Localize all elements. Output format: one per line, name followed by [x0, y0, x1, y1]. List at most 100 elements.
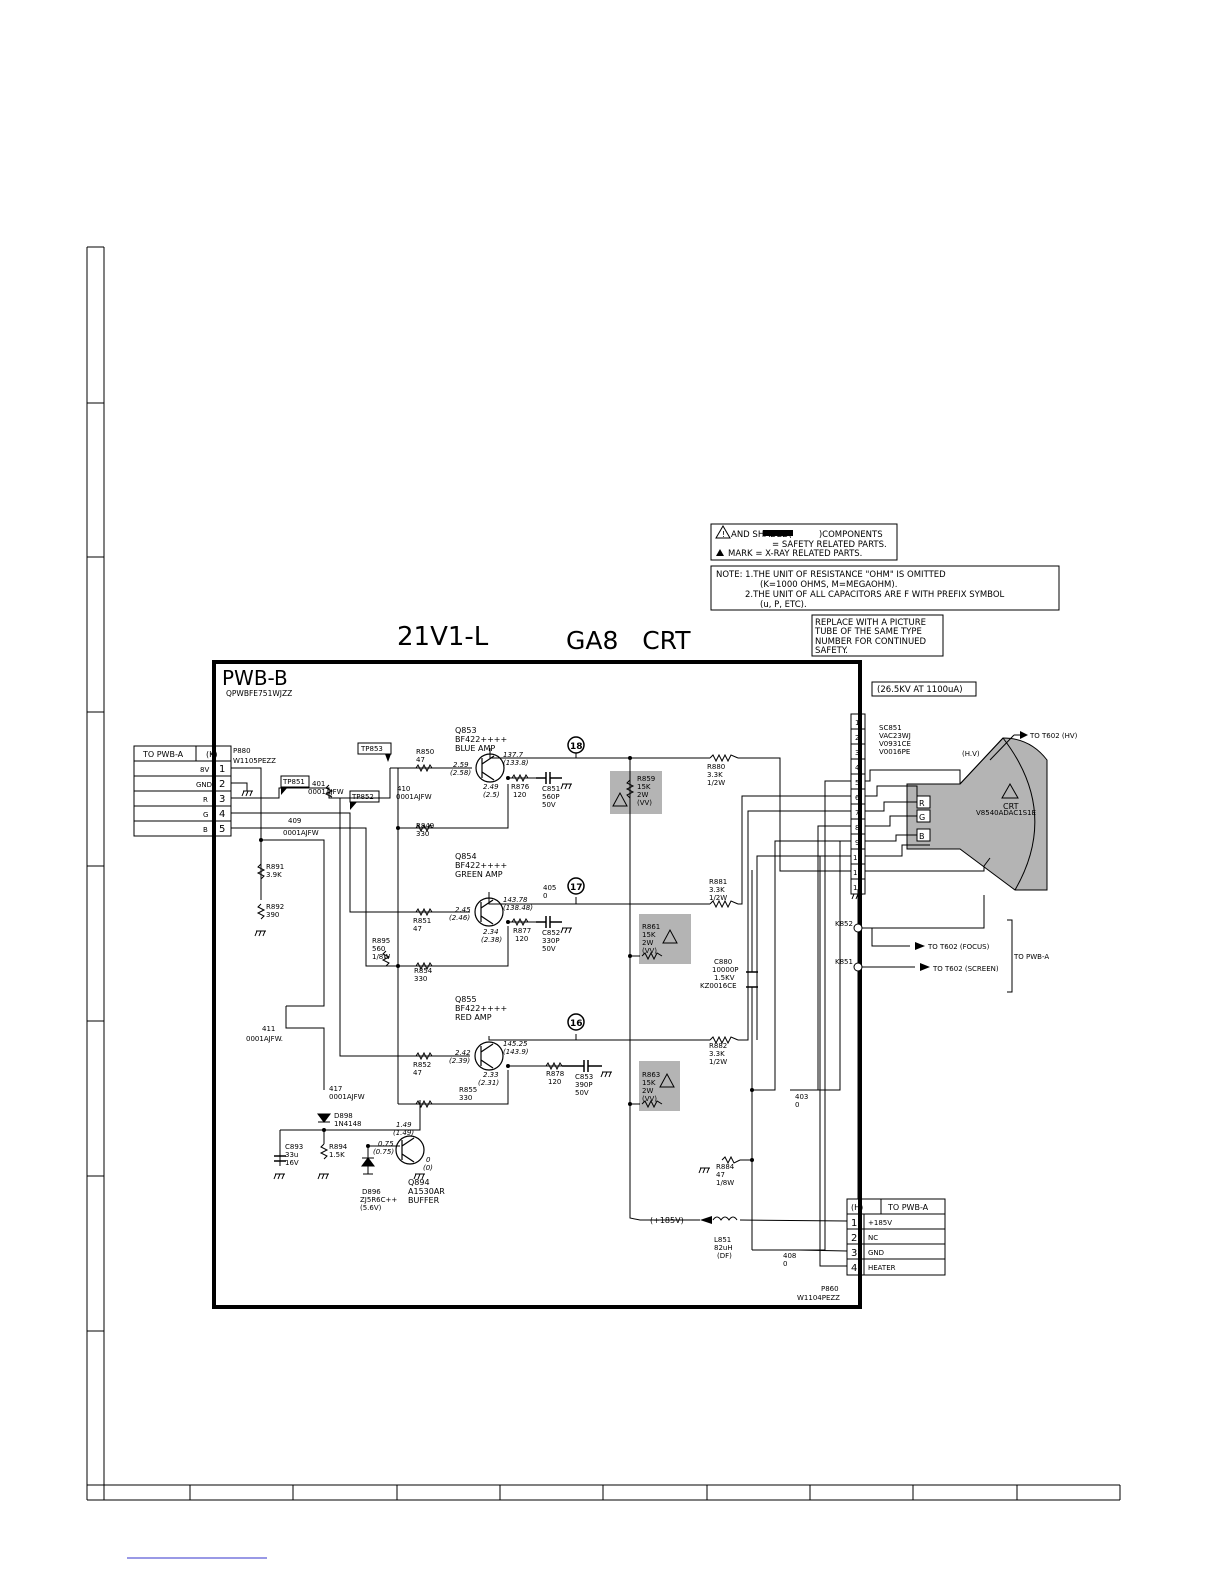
- svg-text:R892: R892: [266, 903, 284, 911]
- shade-swatch: [763, 530, 793, 536]
- svg-text:0001AJFW: 0001AJFW: [308, 788, 344, 796]
- svg-text:390: 390: [266, 911, 279, 919]
- svg-text:R891: R891: [266, 863, 284, 871]
- svg-text:V0016PE: V0016PE: [879, 748, 910, 756]
- svg-text:TP852: TP852: [351, 793, 374, 801]
- svg-text:417: 417: [329, 1085, 342, 1093]
- svg-text:(138.48): (138.48): [503, 904, 533, 912]
- rail-arrow-icon: [700, 1216, 712, 1224]
- svg-text:TP853: TP853: [360, 745, 383, 753]
- svg-text:(u, P, ETC).: (u, P, ETC).: [760, 600, 807, 610]
- r859-shade: [610, 771, 662, 814]
- svg-text:R859: R859: [637, 775, 655, 783]
- to-pwb-a-label: TO PWB-A: [1013, 953, 1049, 961]
- crt-hv-label: (H.V): [962, 750, 980, 758]
- svg-text:G: G: [919, 813, 925, 822]
- svg-text:330: 330: [459, 1094, 472, 1102]
- p860-ref: P860: [821, 1285, 839, 1293]
- svg-text:1N4148: 1N4148: [334, 1120, 362, 1128]
- svg-text:TP851: TP851: [282, 778, 305, 786]
- svg-text:REPLACE WITH A PICTURE: REPLACE WITH A PICTURE: [815, 618, 926, 628]
- svg-text:11: 11: [853, 869, 862, 877]
- svg-text:KZ0016CE: KZ0016CE: [700, 982, 737, 990]
- svg-text:2.42: 2.42: [455, 1049, 471, 1057]
- svg-text:1/2W: 1/2W: [709, 894, 727, 902]
- svg-text:405: 405: [543, 884, 556, 892]
- svg-text:0: 0: [426, 1156, 431, 1164]
- svg-text:(2.38): (2.38): [481, 936, 502, 944]
- svg-text:K852: K852: [835, 920, 853, 928]
- svg-text:2.49: 2.49: [483, 783, 499, 791]
- svg-text:TO PWB-A: TO PWB-A: [887, 1203, 929, 1212]
- svg-text:3: 3: [219, 794, 225, 805]
- svg-text:NC: NC: [868, 1234, 878, 1242]
- svg-text:3.3K: 3.3K: [709, 886, 725, 894]
- crt-label: CRT: [1003, 802, 1019, 811]
- svg-text:2: 2: [851, 1233, 857, 1244]
- svg-text:(2.39): (2.39): [449, 1057, 470, 1065]
- svg-text:R: R: [203, 796, 208, 804]
- svg-text:R876: R876: [511, 783, 530, 791]
- board-outline: [212, 660, 862, 1309]
- r861-warning-icon: [662, 928, 678, 944]
- svg-text:TO PWB-A: TO PWB-A: [142, 750, 184, 759]
- svg-text:5: 5: [219, 824, 225, 835]
- connector-k[interactable]: TO PWB-A (K) 8V 1 GND 2 R 3 G 4 B 5: [133, 745, 232, 837]
- svg-text:NOTE: 1.THE UNIT OF RESISTANCE: NOTE: 1.THE UNIT OF RESISTANCE "OHM" IS …: [716, 570, 946, 580]
- svg-text:(VV): (VV): [642, 947, 657, 955]
- svg-text:HEATER: HEATER: [868, 1264, 896, 1272]
- svg-text:2.45: 2.45: [455, 906, 471, 914]
- svg-text:15K: 15K: [642, 1079, 656, 1087]
- svg-text:1/8W: 1/8W: [372, 953, 390, 961]
- svg-text:10000P: 10000P: [712, 966, 739, 974]
- crt-part: V8540ADAC1S1E: [976, 809, 1036, 817]
- board-name: PWB-B: [222, 666, 288, 690]
- socket-wiring: [865, 769, 991, 872]
- svg-text:403: 403: [795, 1093, 808, 1101]
- page-frame: [86, 246, 1121, 1501]
- svg-text:C853: C853: [575, 1073, 593, 1081]
- svg-text:409: 409: [288, 817, 301, 825]
- svg-text:K851: K851: [835, 958, 853, 966]
- svg-text:TUBE OF THE SAME TYPE: TUBE OF THE SAME TYPE: [814, 627, 922, 637]
- capacitor-symbols: [274, 772, 758, 1162]
- hv-note-box: [871, 681, 977, 697]
- r863-warning-icon: [659, 1072, 675, 1088]
- svg-text:401: 401: [312, 780, 325, 788]
- svg-text:R852: R852: [413, 1061, 431, 1069]
- svg-text:Q854: Q854: [455, 852, 477, 861]
- q853-symbol: [475, 753, 505, 783]
- svg-text:18: 18: [570, 742, 583, 752]
- svg-text:1.5K: 1.5K: [329, 1151, 345, 1159]
- rail-label: (+185V): [650, 1216, 684, 1225]
- svg-text:SAFETY.: SAFETY.: [815, 646, 848, 656]
- ground-symbols: [241, 783, 863, 1180]
- r859-warning-icon: [612, 791, 628, 807]
- svg-text:33u: 33u: [285, 1151, 298, 1159]
- svg-text:120: 120: [513, 791, 526, 799]
- svg-text:V0931CE: V0931CE: [879, 740, 911, 748]
- svg-text:BF422++++: BF422++++: [455, 861, 507, 870]
- svg-text:R861: R861: [642, 923, 660, 931]
- connector-h[interactable]: (H) TO PWB-A 1 +185V 2 NC 3 GND 4 HEATER: [846, 1198, 946, 1276]
- board-part: QPWBFE751WJZZ: [226, 689, 292, 698]
- svg-text:137.7: 137.7: [503, 751, 524, 759]
- chassis-title: GA8 CRT: [566, 626, 691, 655]
- svg-text:MARK = X-RAY RELATED PARTS.: MARK = X-RAY RELATED PARTS.: [728, 549, 862, 559]
- q854-symbol: [474, 897, 504, 927]
- svg-text:R849: R849: [416, 822, 434, 830]
- svg-text:BLUE AMP: BLUE AMP: [455, 744, 495, 753]
- svg-text:R881: R881: [709, 878, 727, 886]
- p880-ref: P880: [233, 747, 251, 755]
- svg-text:50V: 50V: [542, 945, 556, 953]
- svg-text:82uH: 82uH: [714, 1244, 733, 1252]
- svg-text:330P: 330P: [542, 937, 560, 945]
- svg-text:BUFFER: BUFFER: [408, 1196, 440, 1205]
- svg-text:143.78: 143.78: [503, 896, 528, 904]
- svg-text:2.59: 2.59: [453, 761, 469, 769]
- svg-text:2.34: 2.34: [483, 928, 499, 936]
- svg-text:8V: 8V: [200, 766, 209, 774]
- svg-text:6: 6: [855, 794, 860, 802]
- svg-text:1: 1: [855, 719, 859, 727]
